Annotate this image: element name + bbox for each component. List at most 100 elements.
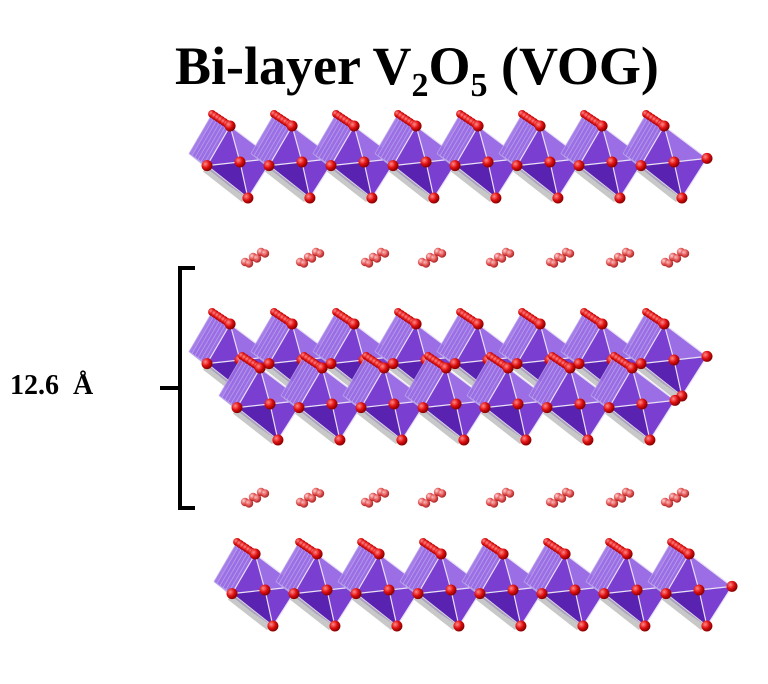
octahedron-edge (578, 359, 613, 365)
octahedron-edge (574, 589, 584, 627)
oxygen-atom (669, 394, 681, 406)
water-molecule (380, 489, 390, 498)
oxygen-atom (564, 362, 576, 374)
title-subscript-2: 2 (411, 67, 429, 104)
octahedron-edge (601, 125, 613, 163)
oxygen-atom (242, 192, 254, 204)
oxygen-atom (378, 362, 390, 374)
octahedron-edge (516, 323, 541, 364)
octahedron-face (237, 404, 278, 440)
octahedron-face (542, 554, 575, 594)
octahedron-edge (706, 586, 733, 627)
octahedron-edge (363, 161, 373, 199)
oxygen-atom (507, 584, 519, 596)
octahedron-edge (631, 367, 676, 401)
octahedron-edge (579, 403, 589, 441)
octahedron-edge (641, 403, 651, 441)
octahedron-face (666, 554, 699, 594)
octahedron-shadow (295, 407, 340, 444)
water-row (240, 247, 690, 268)
oxygen-atom (272, 434, 284, 446)
v2o5-layers (188, 110, 738, 632)
water-molecule (497, 494, 507, 503)
octahedron-shadow (357, 407, 402, 444)
oxygen-atom (293, 402, 305, 414)
octahedron-face (237, 368, 270, 408)
octahedron-face (418, 554, 451, 594)
oxygen-atom (325, 160, 337, 172)
oxygen-atom (458, 434, 470, 446)
octahedron-face (485, 368, 518, 408)
octahedron-face (232, 554, 265, 594)
octahedron-face (642, 400, 675, 440)
oxygen-atom (573, 358, 585, 370)
octahedron-edge (330, 323, 355, 364)
water-molecule (429, 494, 439, 503)
oxygen-atom (497, 548, 509, 560)
oxygen-atom (435, 548, 447, 560)
octahedron-edge (487, 161, 497, 199)
octahedron-face (480, 554, 513, 594)
oxygen-atom (490, 192, 502, 204)
water-molecule (380, 249, 390, 258)
octahedron-edge (353, 125, 365, 163)
oxygen-atom (224, 120, 236, 132)
vo6-octahedron (399, 538, 490, 632)
octahedron-shadow (327, 165, 372, 202)
oxygen-atom (726, 580, 738, 592)
octahedron-edge (454, 125, 479, 166)
vo6-octahedron (622, 110, 713, 204)
octahedron-face (604, 590, 645, 626)
oxygen-atom (644, 434, 656, 446)
octahedron-shadow (451, 165, 496, 202)
oxygen-atom (234, 156, 246, 168)
oxygen-atom (373, 548, 385, 560)
water-molecule (252, 494, 262, 503)
water-molecule (421, 499, 431, 508)
water-chain (605, 487, 635, 508)
octahedron-face (641, 126, 674, 166)
octahedron-face (356, 554, 389, 594)
octahedron-edge (450, 589, 460, 627)
octahedron-face (641, 360, 682, 396)
water-chain (240, 487, 270, 508)
octahedron-shadow (476, 593, 521, 630)
oxygen-atom (668, 156, 680, 168)
octahedron-shadow (605, 407, 650, 444)
water-chain (545, 487, 575, 508)
octahedron-edge (392, 359, 427, 365)
oxygen-atom (502, 362, 514, 374)
octahedron-edge (611, 161, 621, 199)
water-molecule (549, 259, 559, 268)
octahedron-edge (231, 589, 266, 595)
v2o5-bilayer (188, 308, 713, 446)
oxygen-atom (325, 358, 337, 370)
octahedron-edge (663, 125, 675, 163)
octahedron-face (269, 324, 302, 364)
oxygen-atom (263, 358, 275, 370)
octahedron-face (331, 126, 364, 166)
octahedron-edge (578, 323, 603, 364)
octahedron-edge (264, 589, 274, 627)
water-molecule (421, 259, 431, 268)
octahedron-edge (326, 589, 336, 627)
oxygen-atom (254, 362, 266, 374)
octahedron-edge (388, 589, 398, 627)
oxygen-atom (296, 156, 308, 168)
water-molecule (505, 249, 515, 258)
oxygen-atom (544, 156, 556, 168)
octahedron-shadow (513, 165, 558, 202)
oxygen-atom (534, 120, 546, 132)
water-molecule (372, 254, 382, 263)
water-molecule (315, 489, 325, 498)
water-molecule (609, 259, 619, 268)
octahedron-edge (517, 403, 527, 441)
octahedron-face (485, 404, 526, 440)
vo6-octahedron (337, 538, 428, 632)
vo6-octahedron (188, 110, 279, 204)
oxygen-atom (577, 620, 589, 632)
water-chain (485, 487, 515, 508)
octahedron-edge (640, 359, 675, 365)
octahedron-edge (698, 585, 733, 591)
octahedron-edge (321, 367, 333, 405)
